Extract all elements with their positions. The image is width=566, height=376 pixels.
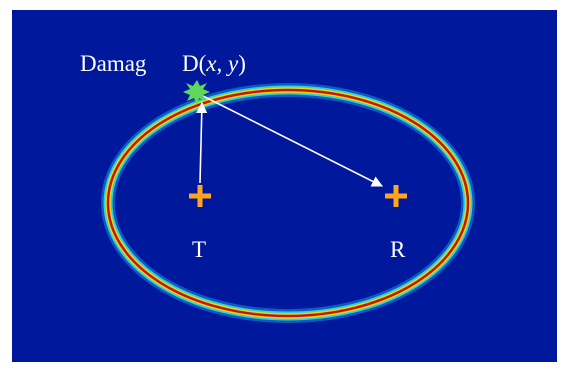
- star-icon: [183, 80, 210, 105]
- receiver-label: R: [390, 237, 406, 262]
- damage-point-label: D(x, y): [182, 51, 246, 76]
- plus-icon: [385, 185, 407, 207]
- arrow-damage-to-receiver: [196, 92, 384, 187]
- arrow-transmitter-to-damage: [196, 101, 208, 184]
- damage-word-label: Damag: [80, 51, 147, 76]
- wavefront-ellipse: [101, 83, 475, 323]
- transmitter-label: T: [192, 237, 206, 262]
- plus-icon: [189, 185, 211, 207]
